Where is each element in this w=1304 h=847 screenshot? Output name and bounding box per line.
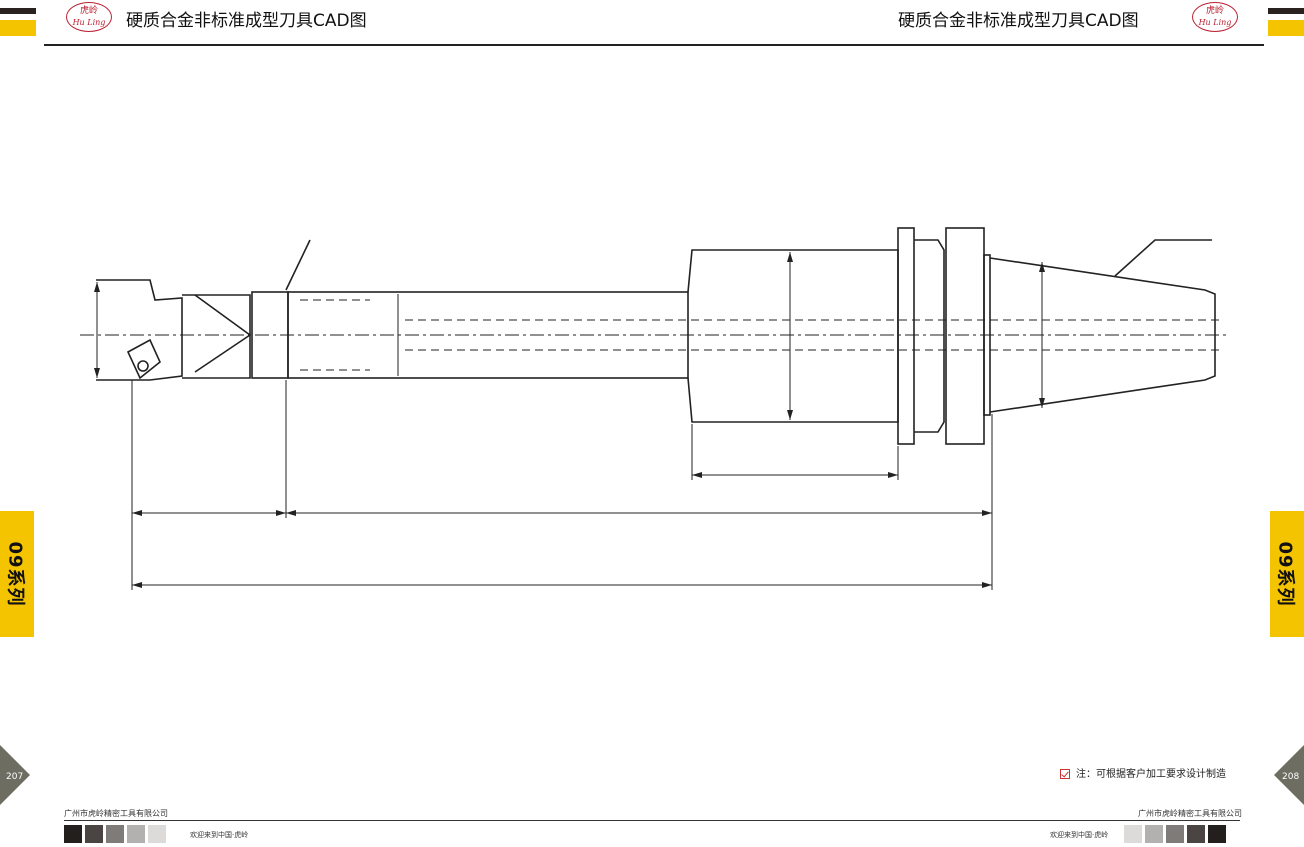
arrow: [1039, 398, 1045, 408]
color-swatches-right: [1124, 825, 1229, 847]
arrow: [1039, 262, 1045, 272]
arrow: [132, 582, 142, 588]
flange-groove: [914, 239, 945, 433]
checkbox-icon: [1060, 769, 1070, 779]
company-name-right: 广州市虎岭精密工具有限公司: [1138, 809, 1242, 818]
page-corner-left: [0, 745, 30, 805]
huling-logo-icon: 虎岭 Hu Ling: [66, 2, 112, 32]
page-corner-right: [1274, 745, 1304, 805]
logo-cn: 虎岭: [79, 6, 98, 16]
logo-en: Hu Ling: [72, 18, 106, 27]
arrow: [888, 472, 898, 478]
insert-outline: [126, 338, 161, 380]
page-number-left: 207: [6, 772, 24, 782]
series-tab-right[interactable]: 09系列: [1270, 511, 1304, 637]
cutter-cone-top: [194, 294, 251, 336]
page-title-left: 硬质合金非标准成型刀具CAD图: [126, 11, 367, 31]
arrow: [94, 282, 100, 292]
leader-line: [1114, 239, 1212, 277]
arrow: [276, 510, 286, 516]
arrow: [94, 368, 100, 378]
cutter-head-outline: [96, 279, 183, 381]
huling-logo-icon: 虎岭 Hu Ling: [1192, 2, 1238, 32]
arrow: [982, 582, 992, 588]
flange-back: [945, 227, 985, 445]
arrow: [787, 410, 793, 420]
header-stripes-left: [0, 8, 36, 36]
header-rule: [44, 44, 1264, 46]
series-tab-left[interactable]: 09系列: [0, 511, 34, 637]
cutter-cone-bottom: [194, 334, 251, 373]
logo-en: Hu Ling: [1198, 18, 1232, 27]
welcome-text-left: 欢迎来到中国·虎岭: [190, 831, 249, 839]
company-name-left: 广州市虎岭精密工具有限公司: [64, 809, 168, 818]
welcome-text-right: 欢迎来到中国·虎岭: [1050, 831, 1109, 839]
arrow: [286, 510, 296, 516]
flange-front: [897, 227, 915, 445]
cutter-body: [182, 294, 251, 379]
color-swatches-left: [64, 825, 169, 847]
arrow: [132, 510, 142, 516]
footer-rule: [64, 820, 1240, 821]
note-text: 注：可根据客户加工要求设计制造: [1076, 769, 1226, 780]
page-number-right: 208: [1282, 772, 1300, 782]
arrow: [692, 472, 702, 478]
insert-screw: [137, 360, 149, 372]
header-stripes-right: [1268, 8, 1304, 36]
page-title-right: 硬质合金非标准成型刀具CAD图: [898, 11, 1139, 31]
logo-cn: 虎岭: [1205, 6, 1224, 16]
holder-body: [687, 249, 899, 423]
arrow: [787, 252, 793, 262]
arrow: [982, 510, 992, 516]
design-note: 注：可根据客户加工要求设计制造: [1060, 765, 1226, 780]
leader-line: [285, 239, 311, 291]
